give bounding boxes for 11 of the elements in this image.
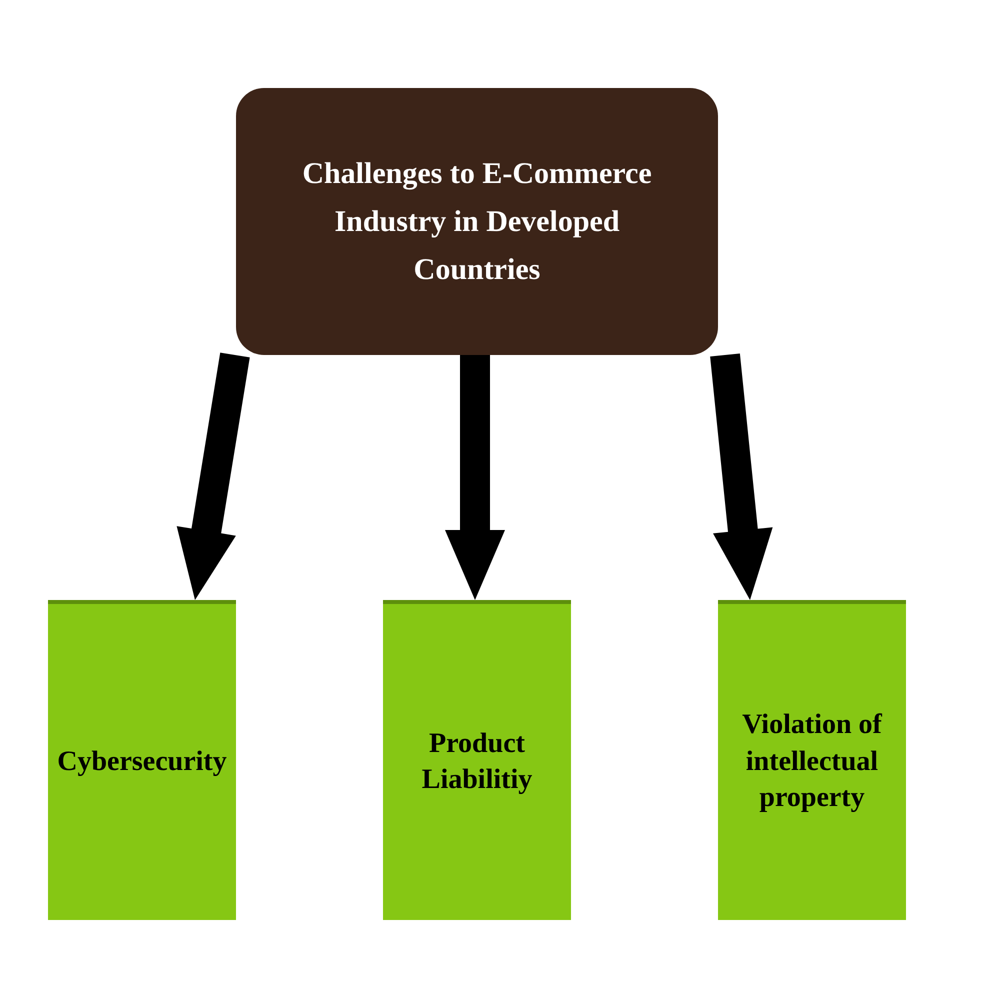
block-arrow: [445, 355, 505, 600]
title-text: Challenges to E-Commerce Industry in Developed Countries: [301, 156, 653, 288]
category-label: Product Liabilitiy: [420, 726, 534, 797]
category-label: Violation of intellectual property: [741, 708, 884, 816]
category-box: [383, 600, 571, 920]
title-box: [236, 88, 718, 355]
category-box: [718, 600, 906, 920]
category-label: Cybersecurity: [57, 744, 227, 779]
block-arrow: [176, 352, 250, 600]
category-box: [48, 600, 236, 920]
block-arrow: [710, 354, 773, 600]
